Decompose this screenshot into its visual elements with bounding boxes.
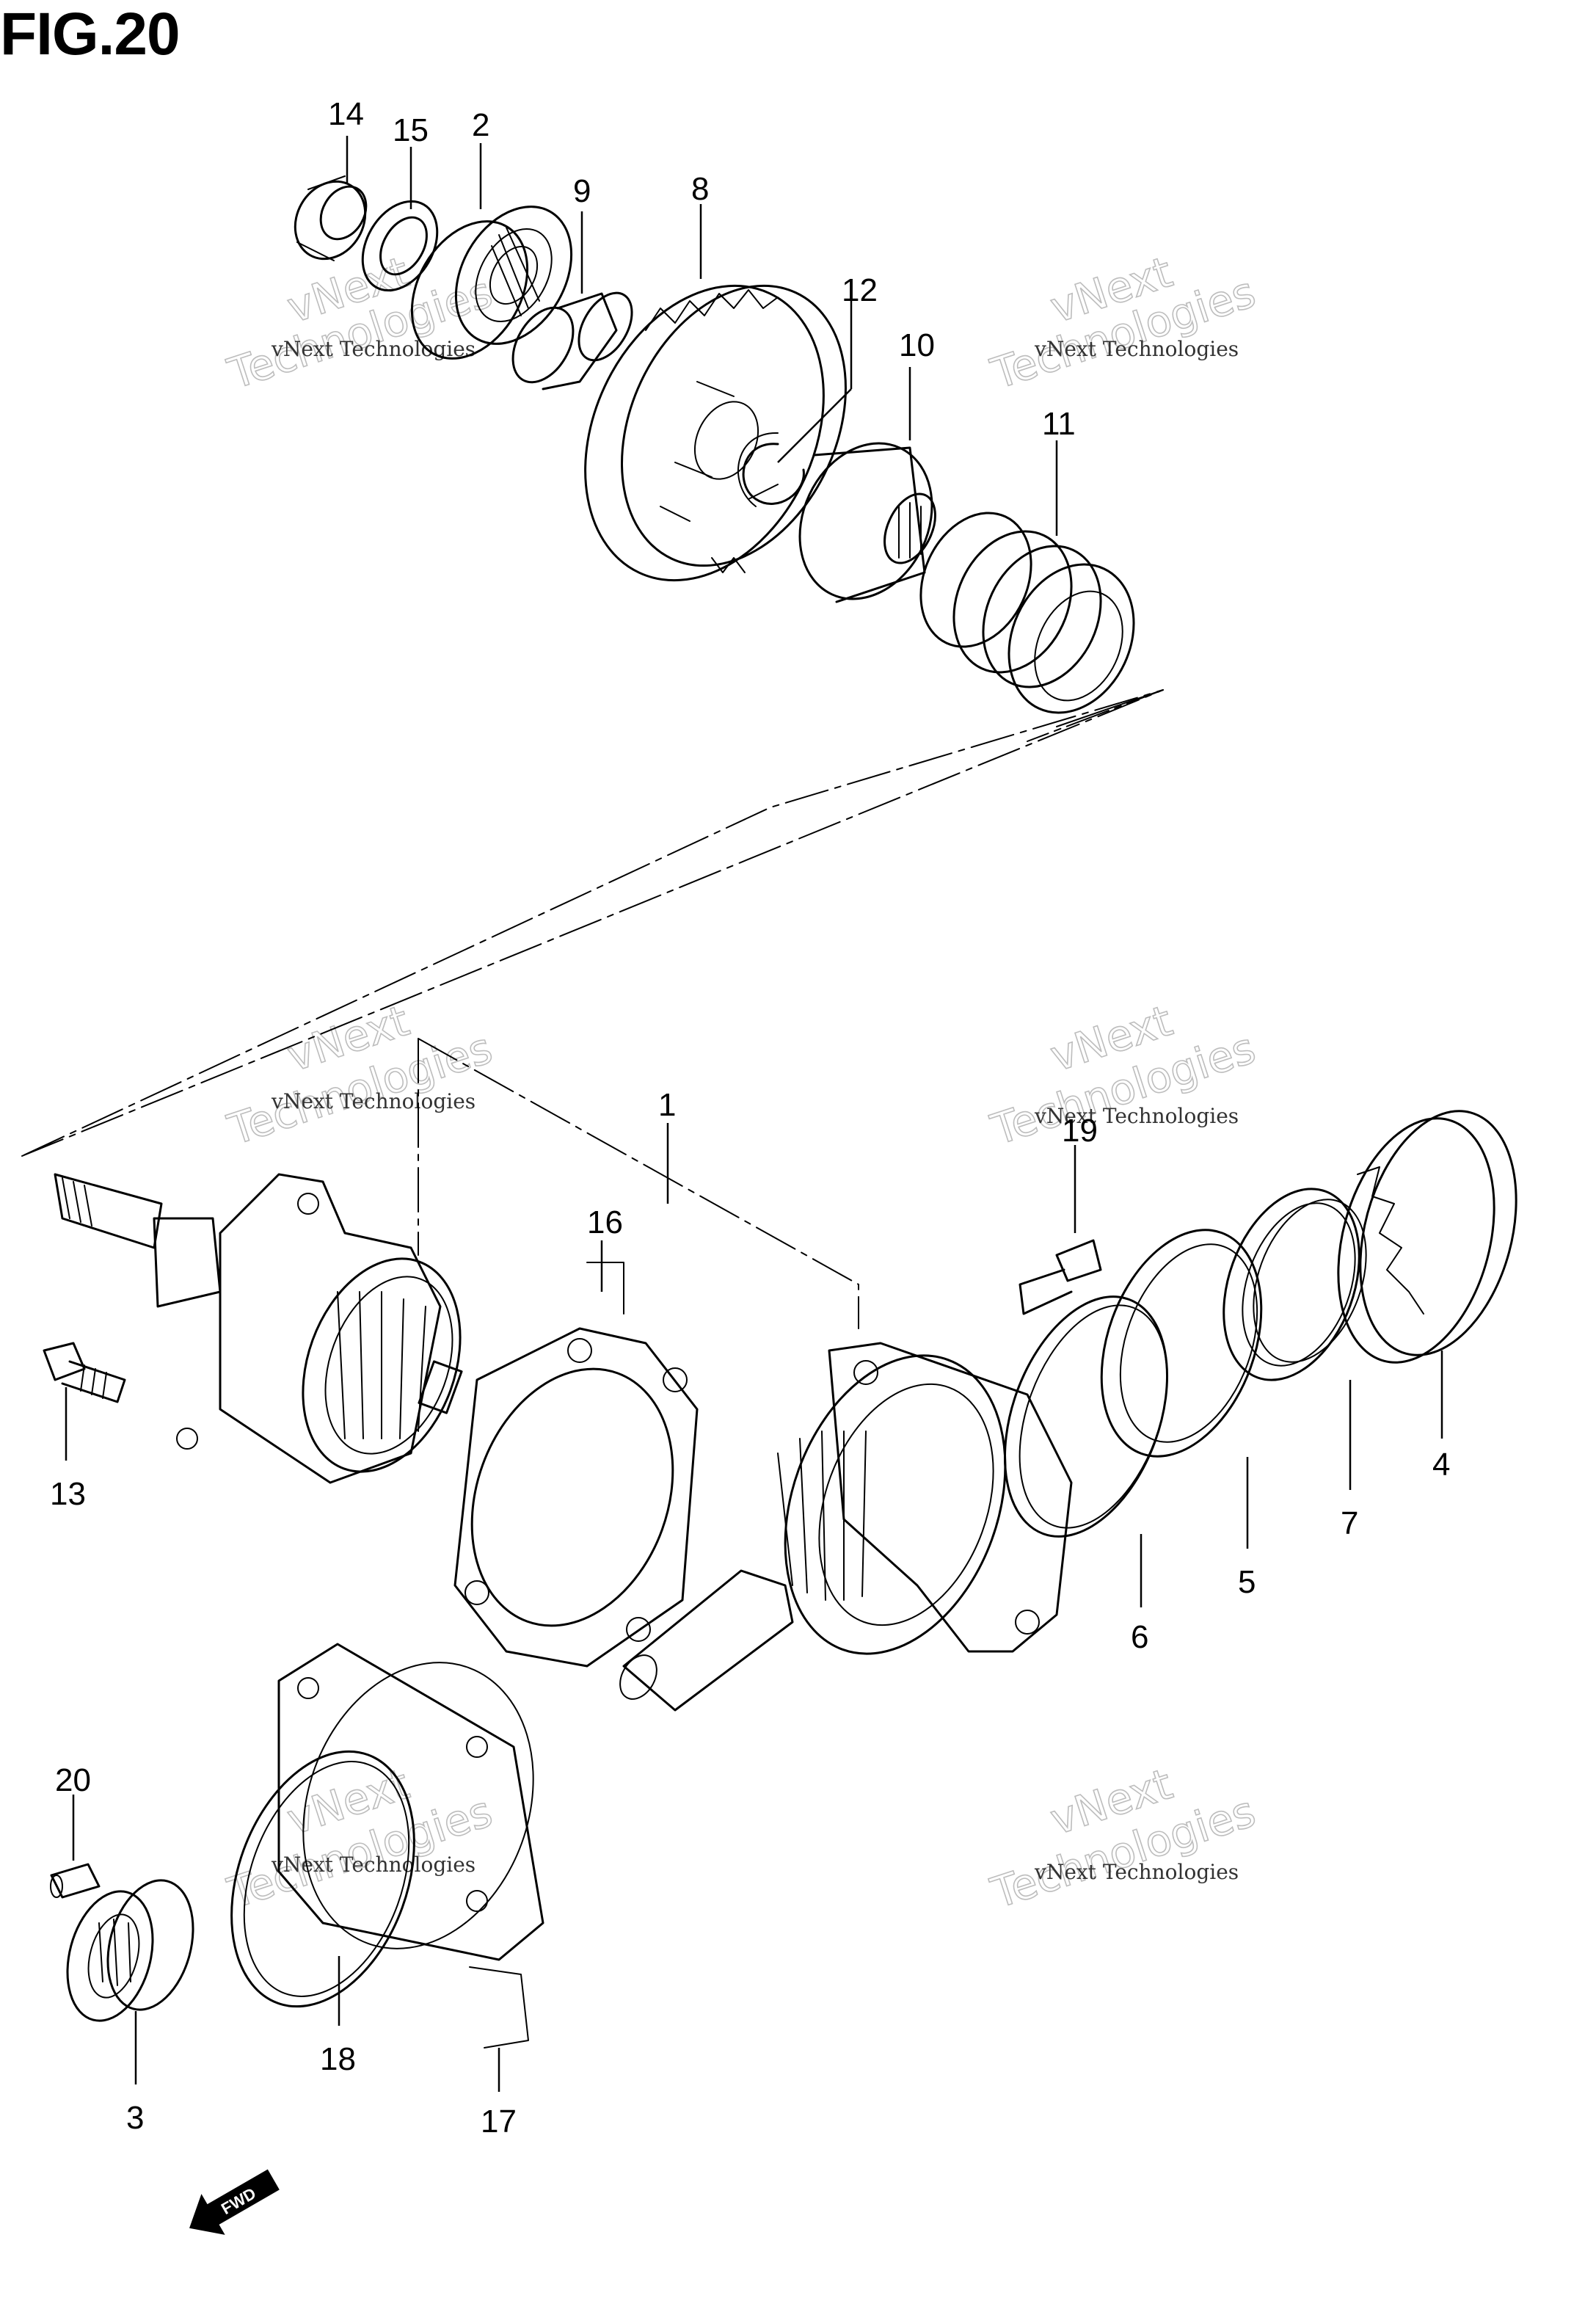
callout-9: 9 xyxy=(573,173,591,209)
callout-8: 8 xyxy=(691,171,709,207)
part-14-nut xyxy=(294,175,368,261)
leader-lines xyxy=(65,136,1443,2092)
watermark-top-right: vNext Technologies vNext Technologies xyxy=(985,246,1262,399)
assembly-outline-top xyxy=(1056,689,1164,727)
part-8-bevel-gear xyxy=(584,284,847,582)
callout-20: 20 xyxy=(55,1762,91,1798)
svg-text:vNext Technologies: vNext Technologies xyxy=(271,1089,475,1113)
svg-text:vNext Technologies: vNext Technologies xyxy=(1034,337,1239,361)
callout-6: 6 xyxy=(1131,1619,1148,1655)
part-2-bearing xyxy=(410,206,573,360)
part-19-bolt xyxy=(1019,1239,1102,1315)
part-20-pin xyxy=(50,1863,101,1899)
callout-7: 7 xyxy=(1341,1505,1358,1541)
callout-13: 13 xyxy=(50,1476,86,1512)
watermark-top-left: vNext Technologies vNext Technologies xyxy=(222,246,499,399)
part-13-bolt xyxy=(43,1342,126,1403)
part-18-o-ring xyxy=(230,1750,415,2008)
svg-text:vNext Technologies: vNext Technologies xyxy=(271,1853,475,1877)
part-3-needle-bearing xyxy=(66,1879,194,2022)
svg-text:vNext Technologies: vNext Technologies xyxy=(1034,1860,1239,1884)
watermark-bottom-left: vNext Technologies vNext Technologies xyxy=(222,1758,499,1919)
svg-text:vNext Technologies: vNext Technologies xyxy=(1034,1104,1239,1128)
callout-18: 18 xyxy=(320,2041,356,2077)
callout-4: 4 xyxy=(1432,1447,1450,1483)
watermark-mid-left: vNext Technologies vNext Technologies xyxy=(222,995,499,1155)
callout-14: 14 xyxy=(328,96,364,132)
callout-1: 1 xyxy=(658,1087,676,1123)
callout-16: 16 xyxy=(587,1204,623,1240)
callout-labels: 14 15 2 9 8 12 10 11 1 16 19 13 4 7 5 6 … xyxy=(50,96,1450,2140)
callout-10: 10 xyxy=(899,327,935,363)
callout-2: 2 xyxy=(472,107,489,143)
part-11-spring xyxy=(919,512,1135,714)
callout-19: 19 xyxy=(1062,1113,1098,1149)
part-16-gasket xyxy=(453,1262,699,1668)
callout-17: 17 xyxy=(481,2104,517,2140)
assembly-outline xyxy=(21,689,1164,1329)
part-15-washer xyxy=(361,200,439,292)
part-12-circlip xyxy=(737,432,805,507)
part-10-sleeve xyxy=(798,442,936,603)
part-7-bearing xyxy=(1222,1188,1367,1381)
part-5-seal xyxy=(1100,1229,1263,1458)
watermark-mid-right: vNext Technologies vNext Technologies xyxy=(985,995,1262,1155)
callout-15: 15 xyxy=(393,112,429,148)
callout-5: 5 xyxy=(1238,1564,1256,1600)
part-17-gasket xyxy=(277,1643,544,2049)
part-1-pinion-housing xyxy=(54,1173,463,1484)
callout-11: 11 xyxy=(1042,406,1076,442)
forward-arrow-icon: FWD xyxy=(189,2169,280,2235)
part-4-lock-nut xyxy=(1337,1110,1517,1364)
callout-3: 3 xyxy=(126,2100,144,2136)
callout-12: 12 xyxy=(842,272,878,308)
watermark-bottom-right: vNext Technologies vNext Technologies xyxy=(985,1758,1262,1919)
part-1-ring-gear-assembly xyxy=(619,1342,1073,1712)
part-9-collar xyxy=(511,291,633,390)
part-6-o-ring xyxy=(1003,1295,1169,1538)
figure-title: FIG.20 xyxy=(0,1,181,68)
